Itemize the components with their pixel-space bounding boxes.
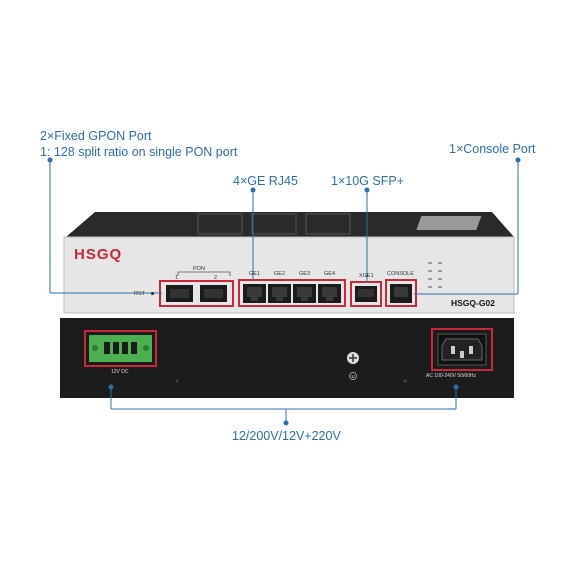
ge4-label: GE4 xyxy=(324,271,336,277)
status-leds xyxy=(428,262,442,288)
pon-bracket xyxy=(177,271,231,276)
rj45-port xyxy=(318,284,341,303)
ge3-label: GE3 xyxy=(299,271,311,277)
brand-logo: HSGQ xyxy=(74,246,123,263)
dc-label: 12V DC xyxy=(111,369,129,375)
console-port-frame xyxy=(385,279,417,307)
rst-button[interactable] xyxy=(151,292,154,295)
ge2-label: GE2 xyxy=(274,271,286,277)
ge-port-frame xyxy=(238,279,346,307)
pon-port-1-label: 1 xyxy=(175,275,179,281)
pon-group-label: PON xyxy=(193,266,205,272)
ac-inlet-frame xyxy=(431,328,493,371)
terminal-block xyxy=(89,335,152,362)
rj45-port xyxy=(243,284,266,303)
top-vent xyxy=(197,213,243,235)
top-vent xyxy=(305,213,351,235)
ge1-label: GE1 xyxy=(249,271,261,277)
top-label xyxy=(416,216,482,230)
console-label: CONSOLE xyxy=(387,271,414,277)
chassis-top xyxy=(66,212,514,237)
rj45-port xyxy=(293,284,316,303)
rj45-port xyxy=(268,284,291,303)
terminal-frame xyxy=(84,330,157,367)
xge-label: XGE1 xyxy=(359,273,374,279)
ac-label: AC 100-240V 50/60Hz xyxy=(426,373,477,379)
mount-hole xyxy=(175,379,179,383)
screw-icon xyxy=(347,352,359,364)
gpon-callout-line2: 1: 128 split ratio on single PON port xyxy=(40,145,238,159)
gpon-callout-line1: 2×Fixed GPON Port xyxy=(40,129,152,143)
model-label: HSGQ-G02 xyxy=(451,298,495,308)
leader-lines xyxy=(47,157,521,426)
sfp-port-frame xyxy=(350,281,382,307)
sfp-callout: 1×10G SFP+ xyxy=(331,174,404,188)
mount-hole xyxy=(403,379,407,383)
ground-icon xyxy=(349,372,357,380)
console-callout: 1×Console Port xyxy=(449,142,536,156)
rst-label: RST xyxy=(134,291,145,297)
ge-callout: 4×GE RJ45 xyxy=(233,174,298,188)
top-vent xyxy=(251,213,297,235)
power-inlet-icon xyxy=(437,333,487,366)
pon-port-2-label: 2 xyxy=(214,275,218,281)
power-callout: 12/200V/12V+220V xyxy=(232,429,341,443)
